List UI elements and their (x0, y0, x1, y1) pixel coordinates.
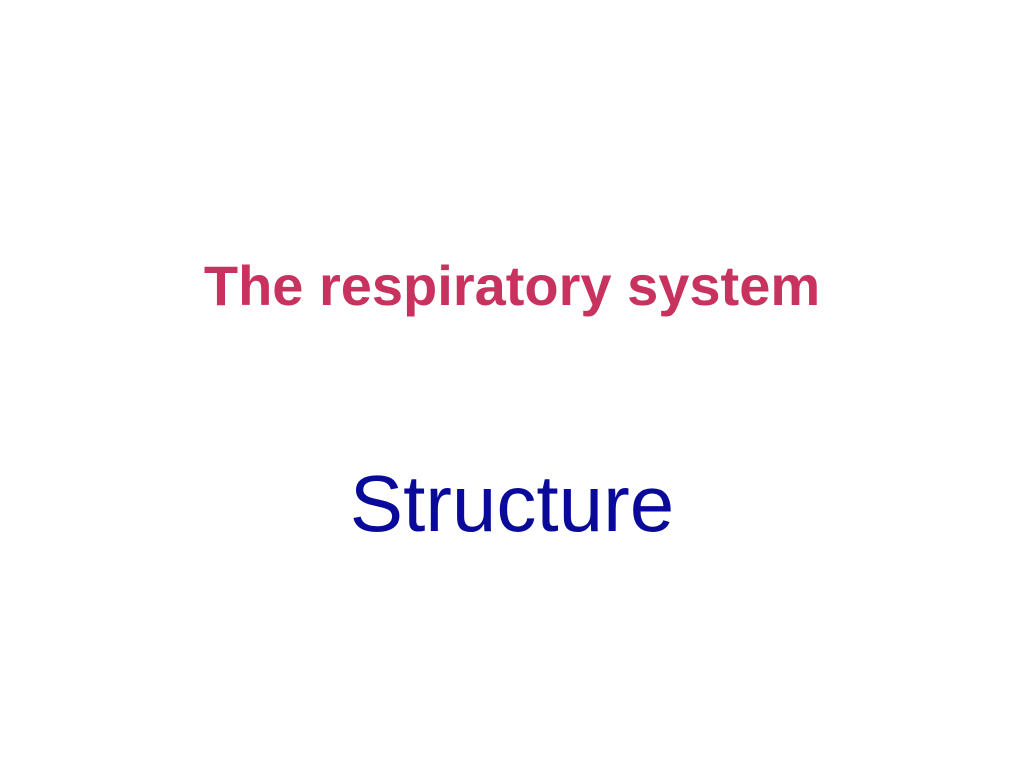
slide-title: The respiratory system (203, 254, 821, 317)
slide-subtitle: Structure (349, 459, 675, 548)
